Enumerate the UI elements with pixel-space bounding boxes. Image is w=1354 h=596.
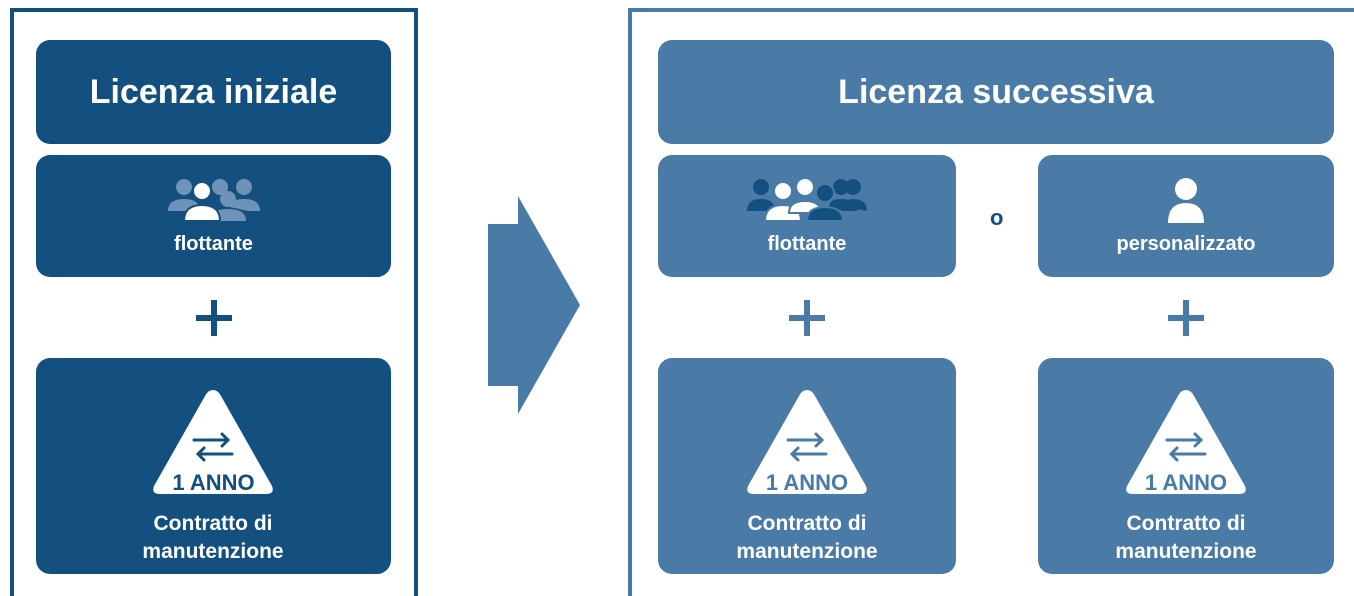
initial-contract-label: Contratto di manutenzione [142,512,284,563]
contract-triangle-icon [153,390,273,494]
plus-icon [1168,300,1204,336]
contract-triangle-icon [1126,390,1246,494]
subsequent-named-user-label: personalizzato [1116,233,1256,255]
subsequent-named-user-contract-term: 1 ANNO [1144,470,1228,495]
arrow-right-icon [488,196,580,414]
contract-triangle-icon [747,390,867,494]
initial-license-frame [10,8,418,596]
or-label: o [990,205,1004,230]
subsequent-named-user-contract-label: Contratto di manutenzione [1115,512,1257,563]
initial-license-title: Licenza iniziale [36,40,391,144]
initial-mode-label: flottante [174,233,253,255]
subsequent-named-user-card: personalizzato [1038,155,1334,277]
renewal-arrows-icon [192,432,234,462]
subsequent-license-frame [628,8,1354,596]
group-icon [747,177,867,222]
initial-contract-term: 1 ANNO [172,470,255,495]
renewal-arrows-icon [1165,432,1207,462]
plus-icon [789,300,825,336]
subsequent-license-title: Licenza successiva [658,40,1334,144]
subsequent-floating-contract-label: Contratto di manutenzione [736,512,878,563]
user-icon [1168,178,1204,223]
subsequent-named-user-contract-card: 1 ANNO Contratto di manutenzione [1038,358,1334,574]
renewal-arrows-icon [786,432,828,462]
subsequent-floating-label: flottante [767,233,847,255]
initial-floating-card: flottante [36,155,391,277]
initial-contract-card: 1 ANNO Contratto di manutenzione [36,358,391,574]
subsequent-floating-contract-card: 1 ANNO Contratto di manutenzione [658,358,956,574]
plus-icon [196,300,232,336]
subsequent-floating-card: flottante [658,155,956,277]
group-icon [167,179,260,222]
subsequent-floating-contract-term: 1 ANNO [765,470,849,495]
